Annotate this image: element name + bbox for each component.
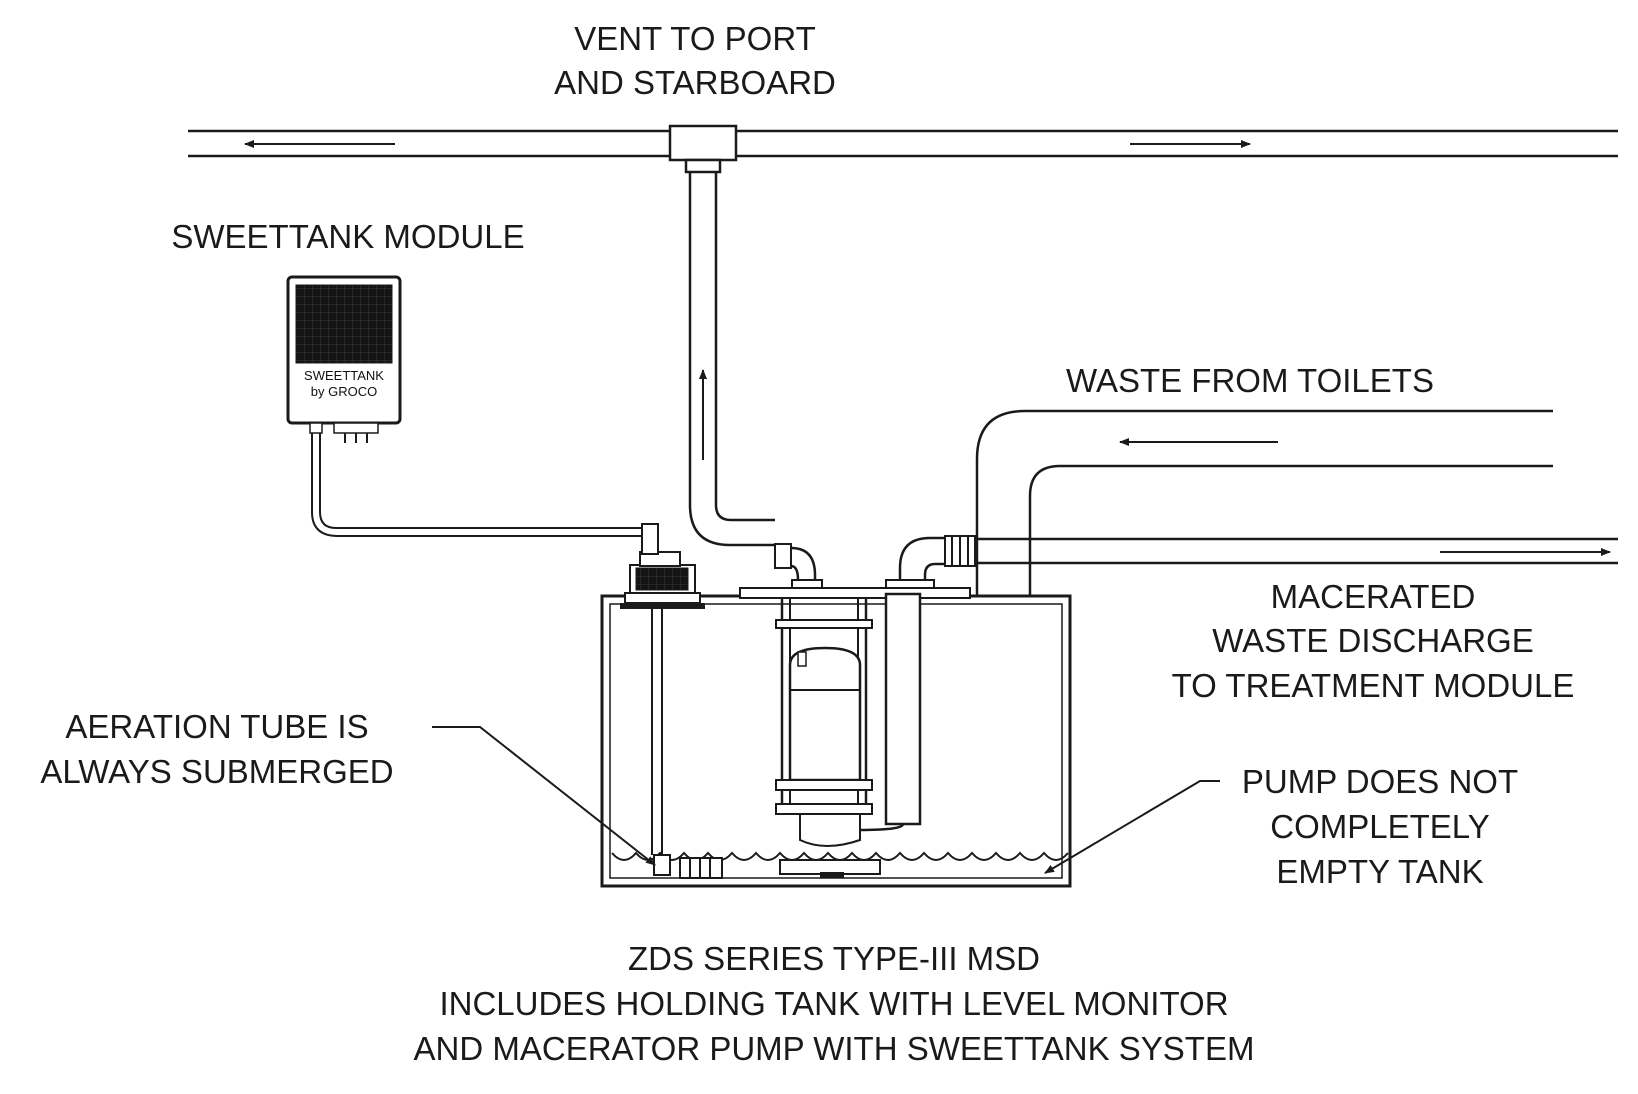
vent-riser bbox=[688, 172, 823, 593]
macerated-label-line3: TO TREATMENT MODULE bbox=[1172, 667, 1575, 704]
toilet-waste-pipe bbox=[975, 409, 1553, 596]
caption-line2: INCLUDES HOLDING TANK WITH LEVEL MONITOR bbox=[439, 985, 1228, 1022]
vent-label-line2: AND STARBOARD bbox=[554, 64, 836, 101]
macerated-label-line2: WASTE DISCHARGE bbox=[1212, 622, 1533, 659]
waste-from-toilets-label: WASTE FROM TOILETS bbox=[1066, 362, 1434, 399]
sweettank-module-label: SWEETTANK MODULE bbox=[171, 218, 524, 255]
macerator-pump bbox=[679, 592, 922, 879]
vent-pipe bbox=[188, 124, 1618, 174]
pump-label-line1: PUMP DOES NOT bbox=[1242, 763, 1518, 800]
module-face-line1: SWEETTANK bbox=[304, 368, 384, 383]
macerated-label-line1: MACERATED bbox=[1271, 578, 1476, 615]
aeration-leader bbox=[432, 726, 656, 866]
discharge-pipe bbox=[885, 535, 1618, 595]
aeration-label-line2: ALWAYS SUBMERGED bbox=[40, 753, 393, 790]
sweettank-module: SWEETTANK by GROCO bbox=[286, 275, 659, 555]
pump-label-line2: COMPLETELY bbox=[1270, 808, 1489, 845]
module-face-line2: by GROCO bbox=[311, 384, 377, 399]
level-monitor-fitting bbox=[620, 551, 705, 876]
vent-label-line1: VENT TO PORT bbox=[574, 20, 815, 57]
vent-tee-fitting bbox=[668, 124, 738, 162]
aeration-label-line1: AERATION TUBE IS bbox=[65, 708, 368, 745]
caption-line1: ZDS SERIES TYPE-III MSD bbox=[628, 940, 1040, 977]
pump-leader bbox=[1044, 780, 1220, 874]
pump-label-line3: EMPTY TANK bbox=[1276, 853, 1483, 890]
caption-line3: AND MACERATOR PUMP WITH SWEETTANK SYSTEM bbox=[414, 1030, 1255, 1067]
